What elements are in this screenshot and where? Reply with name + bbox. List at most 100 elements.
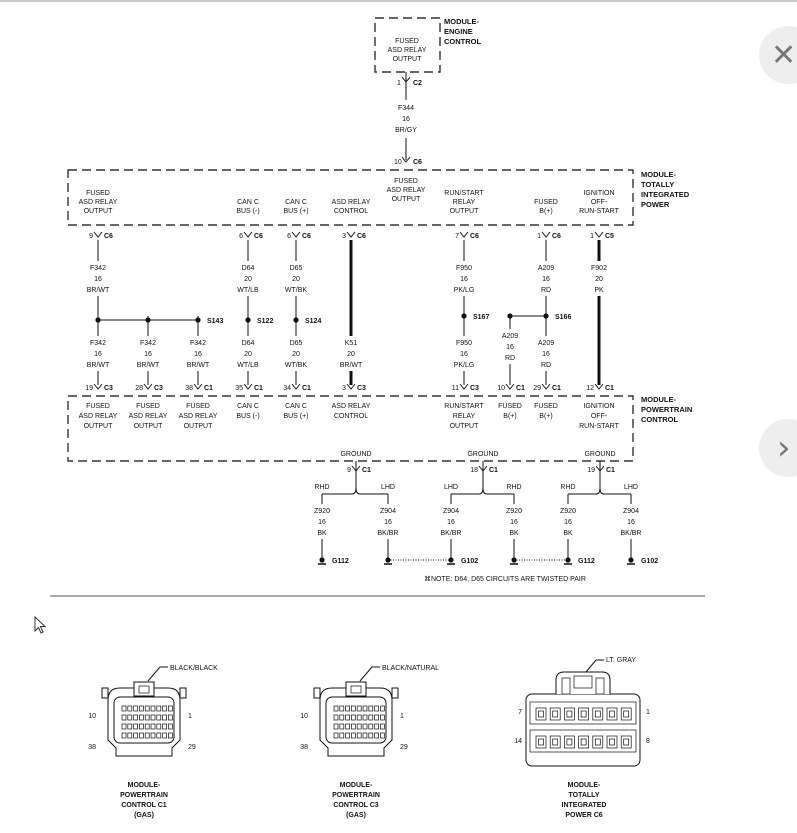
tipm-pin-label: RUN-START — [579, 208, 620, 215]
pcm-pin-label: OUTPUT — [184, 423, 214, 430]
upper-wire-label: F342 — [90, 265, 106, 272]
ground-id-g102: G102 — [461, 558, 478, 565]
connector-color-label: LT. GRAY — [606, 657, 636, 664]
lower-wire-label: F342 — [190, 340, 206, 347]
cavity-number: 10 — [300, 713, 308, 720]
pcm-pin-label: FUSED — [86, 403, 110, 410]
upper-wire-label: 16 — [94, 276, 102, 283]
tipm-pin-label: CAN C — [237, 199, 259, 206]
tipm-pin-label: OFF- — [591, 199, 608, 206]
cavity-number: 1 — [646, 709, 650, 716]
pcm-pin-label: ASD RELAY — [79, 413, 118, 420]
pcm-pin-label: RUN-START — [579, 423, 620, 430]
tipm-input-connector: 10 C6 — [394, 156, 422, 166]
pcm-pin-label: FUSED — [534, 403, 558, 410]
connector-name: C1 — [302, 385, 311, 392]
cavity-number: 8 — [646, 738, 650, 745]
upper-wire-label: 16 — [542, 276, 550, 283]
feed-wire-gauge: 16 — [402, 116, 410, 123]
pcm-pin-label: FUSED — [186, 403, 210, 410]
lower-wire-label: 16 — [460, 351, 468, 358]
pin-number: 19 — [85, 385, 93, 392]
tipm-pin-label: FUSED — [534, 199, 558, 206]
pcm-pin-label: FUSED — [498, 403, 522, 410]
svg-text:10: 10 — [394, 159, 402, 166]
pcm-pin-label: ASD RELAY — [129, 413, 168, 420]
ground-point — [319, 557, 325, 563]
lower-wire-label: A209 — [538, 340, 554, 347]
ground-label: GROUND — [584, 451, 615, 458]
connector-caption: MODULE- — [340, 782, 373, 789]
tipm-pin-label: B(+) — [539, 208, 552, 215]
tipm-pin-label: BUS (+) — [283, 208, 308, 215]
connector-caption: MODULE- — [568, 782, 601, 789]
pin-number: 10 — [497, 385, 505, 392]
upper-wire-label: D65 — [290, 265, 303, 272]
tipm-pin-label: RELAY — [453, 199, 476, 206]
connector-name: C1 — [362, 467, 371, 474]
lower-wire-label: 16 — [144, 351, 152, 358]
tipm-pin-label: BUS (-) — [236, 208, 259, 215]
pin-number: 28 — [135, 385, 143, 392]
pin-number: 19 — [587, 467, 595, 474]
pin-number: 3 — [342, 233, 346, 240]
ecm-label-1: FUSED — [395, 38, 419, 45]
ground-wire-label: 16 — [318, 519, 326, 526]
ground-wire-label: Z904 — [443, 508, 459, 515]
upper-wire-label: 20 — [292, 276, 300, 283]
ground-wire-label: 16 — [447, 519, 455, 526]
module-totally-integrated-power: MODULE- TOTALLY INTEGRATED POWER FUSED A… — [67, 169, 690, 226]
lower-wire-label: 16 — [94, 351, 102, 358]
pcm-pin-label: OUTPUT — [450, 423, 480, 430]
lower-wire-label: 16 — [506, 344, 514, 351]
upper-wire-label: F950 — [456, 265, 472, 272]
connector-name: C3 — [470, 385, 479, 392]
connector-name: C6 — [104, 233, 113, 240]
cavity-number: 29 — [400, 744, 408, 751]
ground-wire-label: 16 — [627, 519, 635, 526]
ground-label: GROUND — [340, 451, 371, 458]
pin-number: 7 — [455, 233, 459, 240]
tipm-pin-label: OUTPUT — [84, 208, 114, 215]
ground-id-g112: G112 — [332, 558, 349, 565]
lower-wire-label: 16 — [542, 351, 550, 358]
splice-s124-label: S124 — [305, 318, 321, 325]
ground-wire-label: Z920 — [560, 508, 576, 515]
close-icon: ✕ — [771, 37, 797, 73]
lower-wire-label: 16 — [194, 351, 202, 358]
lower-wire-label: A209 — [502, 333, 518, 340]
splice-s143-label: S143 — [207, 318, 223, 325]
module-powertrain-control: MODULE- POWERTRAIN CONTROL — [67, 395, 692, 462]
pcm-pin-label: CAN C — [285, 403, 307, 410]
pin-number: 3 — [342, 385, 346, 392]
connector-name: C1 — [516, 385, 525, 392]
lower-wire-label: 20 — [292, 351, 300, 358]
tipm-pin-label: ASD RELAY — [332, 199, 371, 206]
connector-caption: CONTROL C1 — [121, 802, 166, 809]
close-button[interactable]: ✕ — [759, 26, 797, 84]
feed-wire-color: BR/GY — [395, 127, 417, 134]
ground-id-g112: G112 — [578, 558, 595, 565]
cavity-number: 10 — [88, 713, 96, 720]
feed-wire-code: F344 — [398, 105, 414, 112]
pin-number: 12 — [586, 385, 594, 392]
pcm-pin-label: OUTPUT — [84, 423, 114, 430]
pcm-pin-label: IGNITION — [583, 403, 614, 410]
ecm-title-3: CONTROL — [444, 37, 481, 46]
tipm-pin-label: FUSED — [86, 190, 110, 197]
ground-wire-label: Z904 — [623, 508, 639, 515]
upper-wire-label: PK/LG — [454, 287, 475, 294]
tipm-pin-label: CONTROL — [334, 208, 368, 215]
